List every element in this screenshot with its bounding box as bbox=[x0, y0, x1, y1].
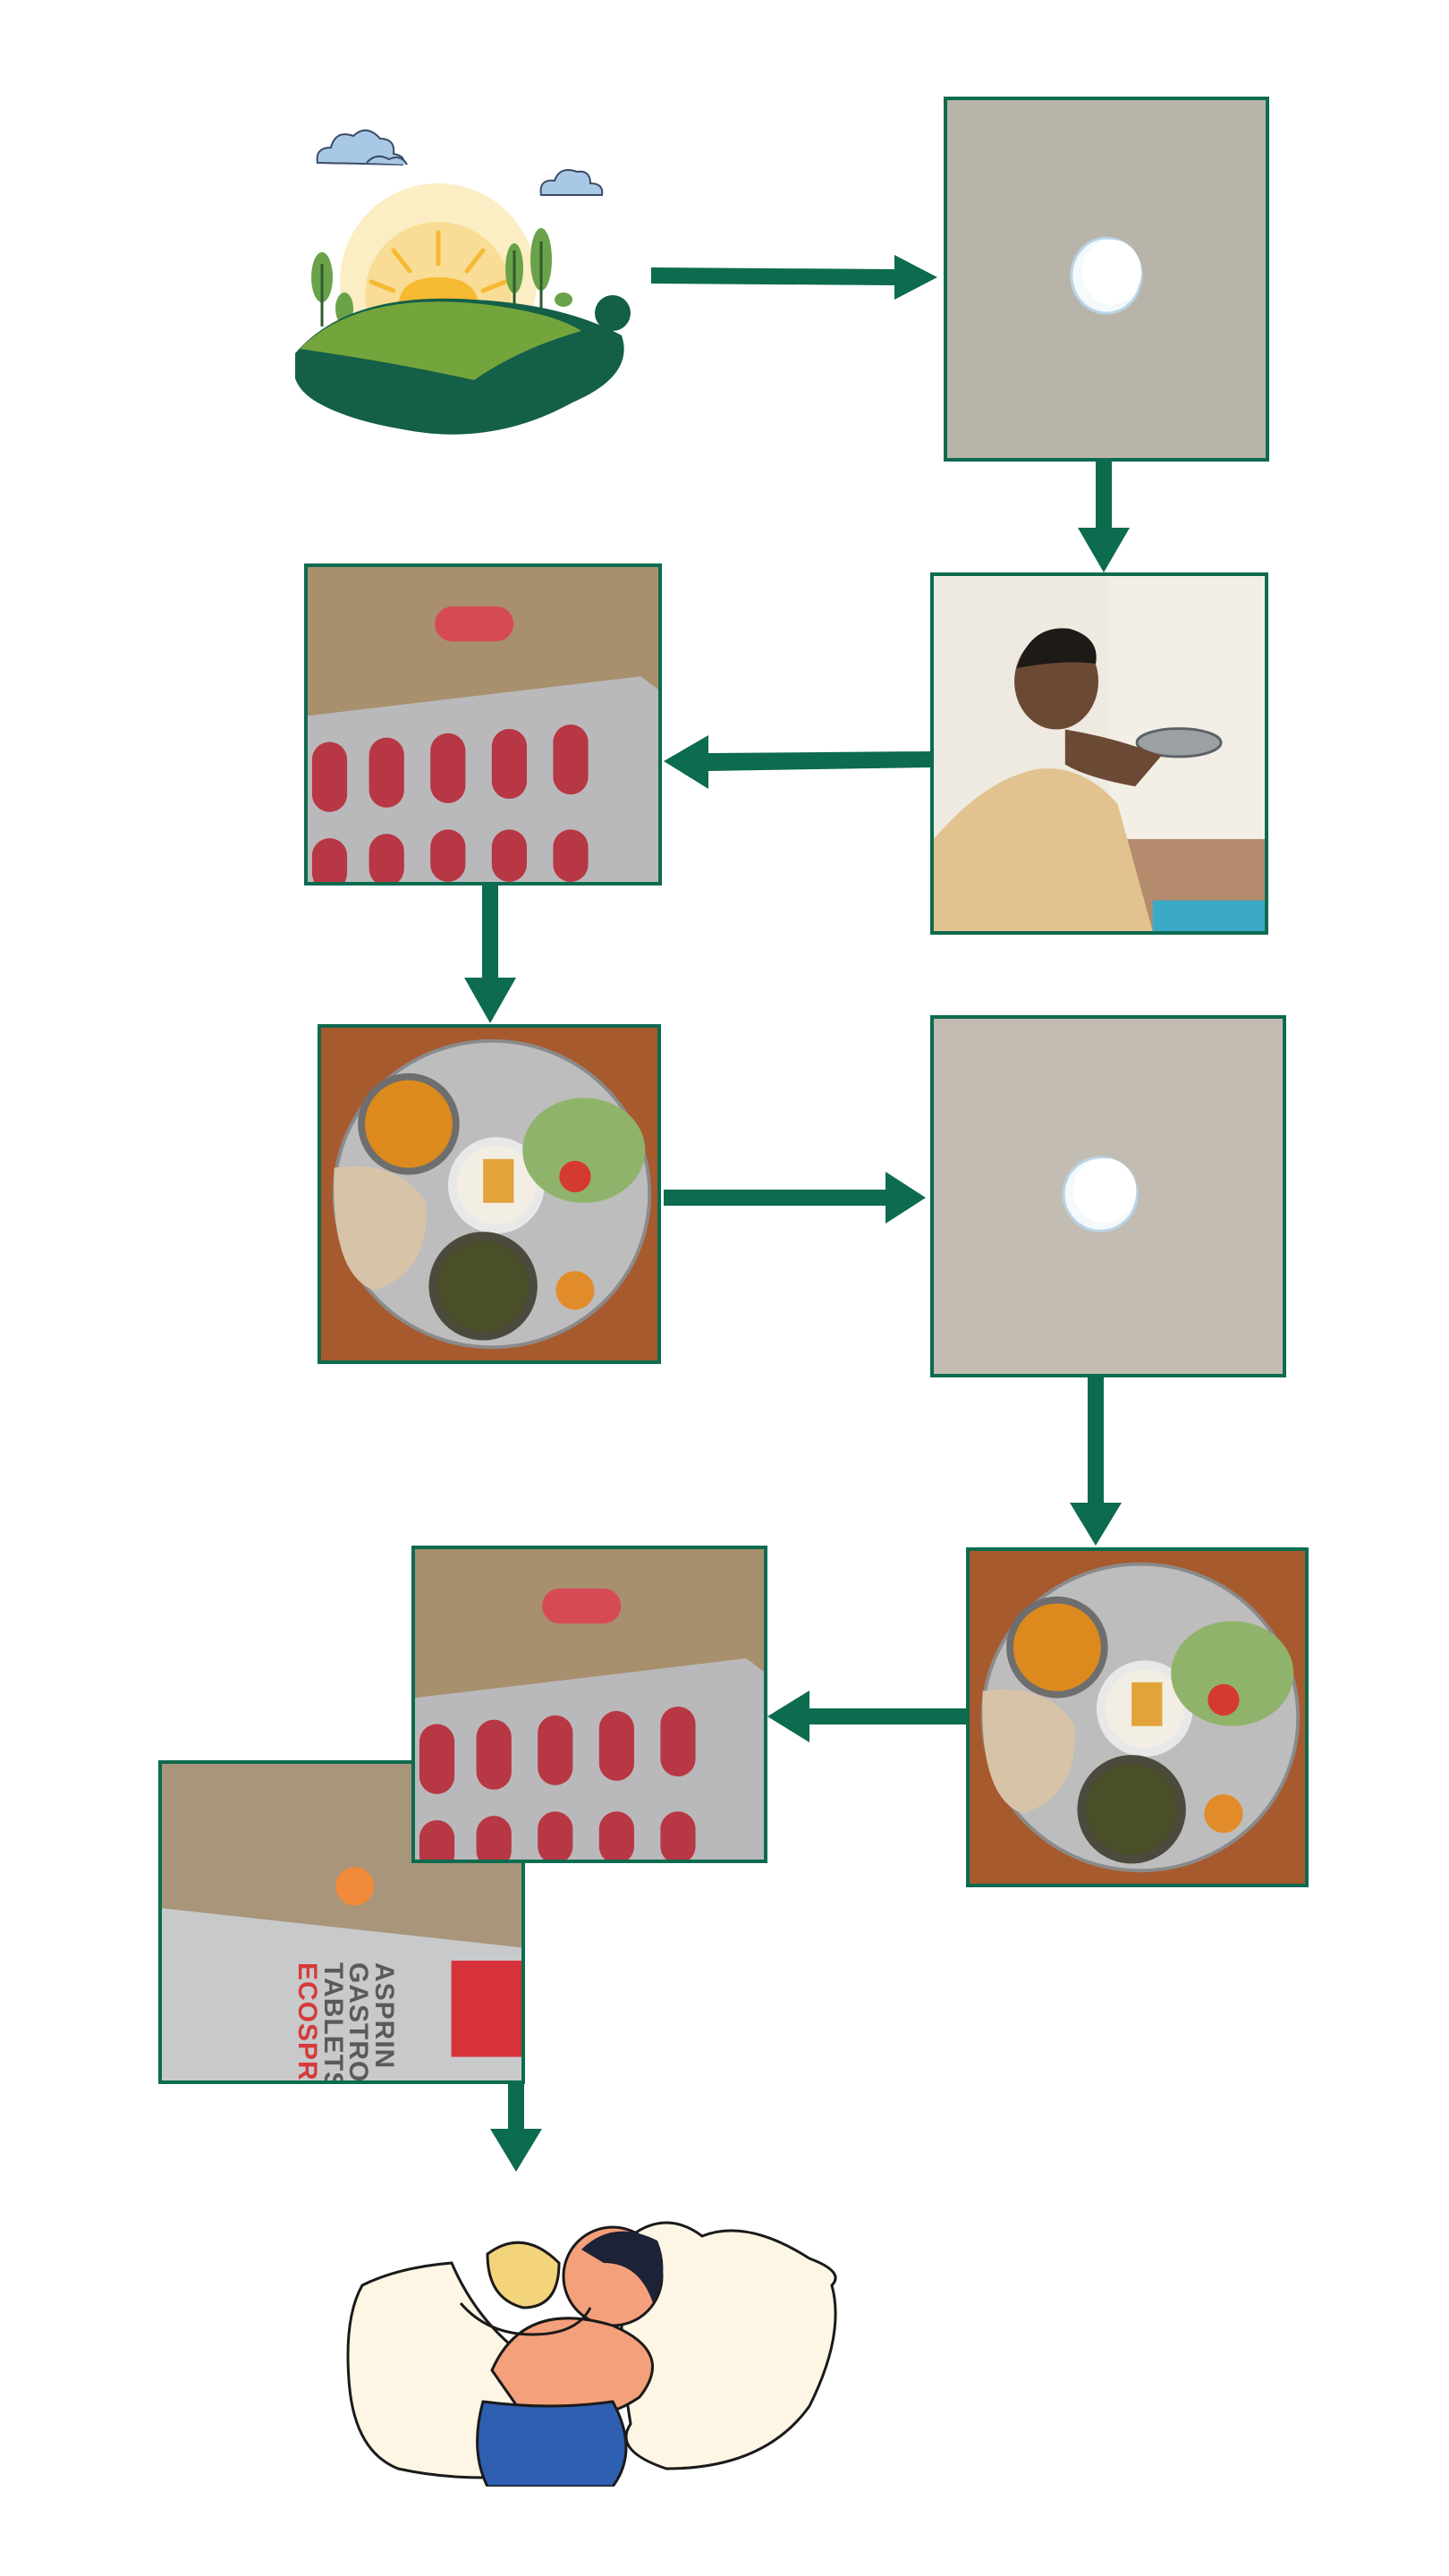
arrow-right-2 bbox=[664, 1172, 926, 1224]
arrow-left-2 bbox=[767, 1690, 966, 1742]
red-tablet-icon bbox=[542, 1588, 622, 1624]
pill-white-photo bbox=[930, 1015, 1286, 1377]
orange-tablet-icon bbox=[335, 1867, 375, 1906]
red-tablet-icon bbox=[435, 606, 514, 642]
sunrise-illustration bbox=[295, 129, 631, 435]
blister-cells bbox=[311, 724, 589, 882]
plant-icon bbox=[311, 228, 631, 331]
arrow-down-4 bbox=[490, 2084, 542, 2172]
red-pill-blister-photo bbox=[304, 564, 662, 886]
pill-white-photo bbox=[944, 97, 1269, 462]
red-pill-blister-photo bbox=[411, 1546, 767, 1863]
pack-line-1: ASPRIN bbox=[369, 1962, 399, 2070]
pack-line-3: TABLETS bbox=[318, 1962, 348, 2084]
thali-meal-photo bbox=[966, 1547, 1309, 1887]
arrow-right-1 bbox=[651, 255, 937, 300]
arrow-down-3 bbox=[1070, 1377, 1122, 1546]
aspirin-pack-text: ASPRIN GASTRO TABLETS ECOSPRIN bbox=[292, 1962, 400, 2084]
sun-rays bbox=[369, 230, 508, 293]
pack-line-2: GASTRO bbox=[343, 1962, 374, 2083]
blister-cells bbox=[419, 1706, 696, 1860]
pack-brand: ECOSPRIN bbox=[292, 1962, 323, 2084]
arrow-down-2 bbox=[464, 886, 516, 1023]
cloud-icon bbox=[316, 129, 408, 166]
arrow-left-1 bbox=[664, 735, 930, 789]
cloud-icon bbox=[539, 169, 604, 196]
arrow-down-1 bbox=[1078, 461, 1130, 572]
sleeping-person-illustration bbox=[346, 2221, 837, 2487]
bowl-icon bbox=[1135, 727, 1223, 758]
thali-meal-photo bbox=[318, 1024, 661, 1364]
woman-drinking-photo bbox=[930, 572, 1268, 935]
